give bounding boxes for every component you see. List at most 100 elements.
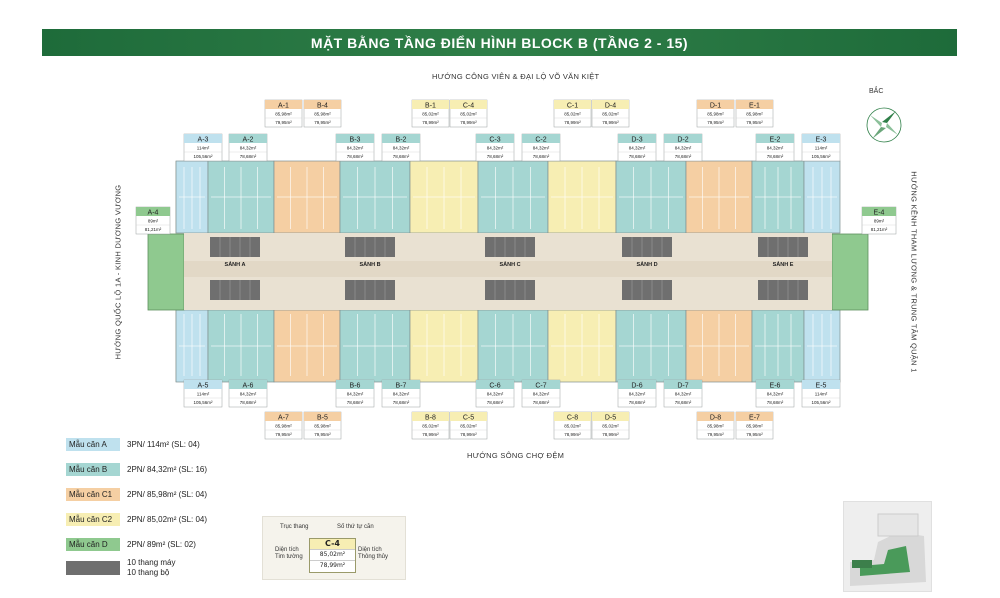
unit-label-top-area-clear: 78,99m² [602,120,619,125]
compass-ring [866,107,902,143]
hall-label: SẢNH B [359,261,380,268]
unit-label-bottom-head [265,412,302,421]
legend-swatch: Mẫu căn A [66,437,120,451]
unit-label-bottom-area-clear: 79,95m² [707,432,724,437]
stair-core [345,280,395,300]
unit-label-top-inner-area-clear: 105,56m² [811,154,831,159]
unit-label-top-inner-head [756,134,794,143]
unit-label-side-code: A-4 [148,210,159,217]
stair-core [758,280,808,300]
unit-label-bottom-code: E-7 [749,415,760,422]
unit-label-top-head [450,100,487,109]
stair-core [485,280,535,300]
unit-label-top-inner-head [476,134,514,143]
unit-label-bottom-inner-area-clear: 78,68m² [347,400,364,405]
unit-label-top-inner-area-wall: 84,32m² [347,146,364,151]
unit-label-bottom-inner-code: D-6 [631,383,642,390]
unit-label-bottom-inner-area-wall: 84,32m² [487,392,504,397]
unit-label-bottom-area-wall: 85,02m² [564,424,581,429]
unit-label-bottom-inner-area-wall: 84,32m² [675,392,692,397]
unit-label-side-code: E-4 [874,210,885,217]
unit-label-bottom-inner-head [336,380,374,389]
key-area-wall: 85,02m² [310,549,355,560]
unit-label-top-inner-head [229,134,267,143]
unit-label-top-inner-area-wall: 84,32m² [629,146,646,151]
legend-core-swatch [66,561,120,575]
stair-core [622,280,672,300]
unit-label-bottom-area-wall: 85,02m² [602,424,619,429]
hall-label: SẢNH E [773,261,794,268]
unit-label-top-area-clear: 78,99m² [564,120,581,125]
unit-label-bottom-inner-code: C-6 [489,383,500,390]
unit-label-bottom-inner-head [382,380,420,389]
unit-label-top-inner-area-clear: 78,68m² [767,154,784,159]
unit-label-bottom-area-clear: 78,99m² [602,432,619,437]
elevator-core [622,237,672,257]
unit-label-top-area-wall: 85,02m² [422,112,439,117]
unit-label-top-inner-head [336,134,374,143]
unit-label-top-area-clear: 79,95m² [746,120,763,125]
unit-label-bottom-inner-head [184,380,222,389]
unit-label-top-area-wall: 85,02m² [602,112,619,117]
unit-label-bottom-code: C-5 [463,415,474,422]
unit-label-bottom-area-wall: 85,98m² [275,424,292,429]
unit-label-bottom-head [697,412,734,421]
unit-label-top-area-wall: 85,98m² [707,112,724,117]
unit-label-bottom-inner-head [618,380,656,389]
unit-label-top-inner-head [664,134,702,143]
unit-label-bottom-inner-area-wall: 84,32m² [240,392,257,397]
unit-label-top-inner-head [802,134,840,143]
legend-desc: 2PN/ 89m² (SL: 02) [127,539,196,549]
unit-label-top-area-wall: 85,98m² [746,112,763,117]
unit-label-bottom-inner-area-wall: 84,32m² [533,392,550,397]
legend-swatch: Mẫu căn C1 [66,487,120,501]
unit-label-top-inner-code: A-2 [243,137,254,144]
unit-label-top-inner-area-clear: 78,68m² [393,154,410,159]
hall-label: SẢNH D [636,261,657,268]
unit-label-top-inner-head [382,134,420,143]
direction-top: HƯỚNG CÔNG VIÊN & ĐẠI LỘ VÕ VĂN KIỆT [432,72,600,81]
unit-label-bottom-area-clear: 79,95m² [275,432,292,437]
unit-label-bottom-inner-code: A-5 [198,383,209,390]
unit-label-side-area-wall: 89m² [874,219,885,224]
unit-label-bottom-inner-area-clear: 78,68m² [533,400,550,405]
unit-label-bottom-inner-area-wall: 114m² [197,392,210,397]
unit-label-bottom-code: D-8 [710,415,721,422]
unit-label-bottom-area-wall: 85,98m² [314,424,331,429]
unit-label-top-code: D-1 [710,103,721,110]
key-area-clear: 78,99m² [310,560,355,571]
unit-label-top-inner-area-wall: 84,32m² [487,146,504,151]
unit-label-bottom-head [554,412,591,421]
unit-label-top-head [554,100,591,109]
stair-core [210,280,260,300]
title-banner: MẶT BẰNG TẦNG ĐIỂN HÌNH BLOCK B (TẦNG 2 … [42,29,957,56]
legend-swatch: Mẫu căn D [66,537,120,551]
unit-label-top-inner-area-wall: 84,32m² [767,146,784,151]
legend-desc: 2PN/ 85,02m² (SL: 04) [127,514,208,524]
unit-label-side-area-clear: 81,21m² [145,227,162,232]
unit-label-bottom-area-clear: 78,99m² [564,432,581,437]
unit-label-side-area-clear: 81,21m² [871,227,888,232]
unit-label-bottom-inner-code: E-6 [770,383,781,390]
unit-label-top-inner-area-clear: 78,68m² [347,154,364,159]
unit-label-bottom-area-clear: 79,95m² [746,432,763,437]
unit-label-bottom-inner-code: E-5 [816,383,827,390]
unit-label-top-inner-code: D-3 [631,137,642,144]
unit-label-bottom-inner-area-wall: 84,32m² [393,392,410,397]
elevator-core [345,237,395,257]
legend-desc: 2PN/ 84,32m² (SL: 16) [127,464,208,474]
apartment-block-a4 [147,233,185,311]
unit-label-top-inner-head [618,134,656,143]
corridor-center [184,261,832,277]
unit-label-bottom-inner-area-wall: 84,32m² [347,392,364,397]
unit-label-bottom-inner-area-clear: 105,56m² [811,400,831,405]
apartment-block-e4 [831,233,869,311]
unit-label-bottom-inner-code: D-7 [677,383,688,390]
hall-label: SẢNH C [499,261,520,268]
direction-bottom: HƯỚNG SÔNG CHỢ ĐỆM [467,451,565,460]
unit-label-bottom-inner-code: B-6 [350,383,361,390]
unit-label-top-head [304,100,341,109]
